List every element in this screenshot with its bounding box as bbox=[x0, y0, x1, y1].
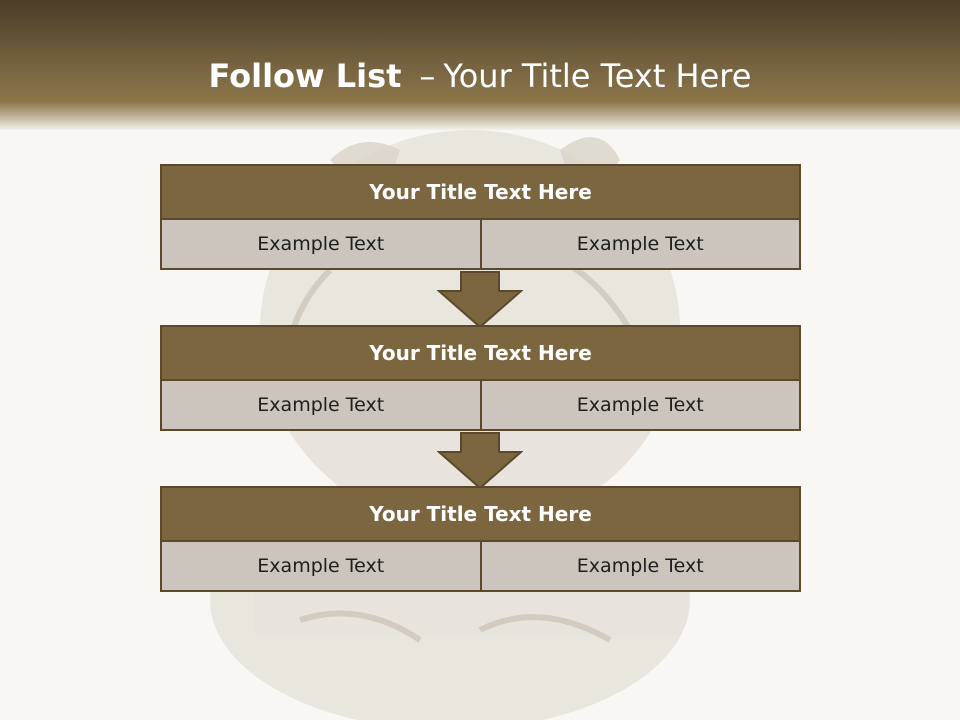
page-title: Follow List–Your Title Text Here bbox=[0, 54, 960, 98]
list-block-1: Your Title Text Here Example Text Exampl… bbox=[160, 164, 801, 270]
block-title: Your Title Text Here bbox=[160, 164, 801, 220]
block-cell-left: Example Text bbox=[160, 220, 482, 270]
title-bold: Follow List bbox=[208, 57, 402, 95]
block-cell-right: Example Text bbox=[481, 381, 801, 431]
title-separator: – bbox=[419, 57, 436, 95]
list-block-2: Your Title Text Here Example Text Exampl… bbox=[160, 325, 801, 431]
block-cell-left: Example Text bbox=[160, 542, 482, 592]
block-cell-right: Example Text bbox=[481, 220, 801, 270]
block-row: Example Text Example Text bbox=[160, 381, 801, 431]
block-cell-right: Example Text bbox=[481, 542, 801, 592]
block-row: Example Text Example Text bbox=[160, 220, 801, 270]
block-cell-left: Example Text bbox=[160, 381, 482, 431]
down-arrow-icon bbox=[437, 271, 523, 329]
block-title: Your Title Text Here bbox=[160, 486, 801, 542]
title-banner bbox=[0, 0, 960, 130]
title-subtitle: Your Title Text Here bbox=[443, 57, 752, 95]
block-row: Example Text Example Text bbox=[160, 542, 801, 592]
down-arrow-icon bbox=[437, 432, 523, 490]
block-title: Your Title Text Here bbox=[160, 325, 801, 381]
list-block-3: Your Title Text Here Example Text Exampl… bbox=[160, 486, 801, 592]
